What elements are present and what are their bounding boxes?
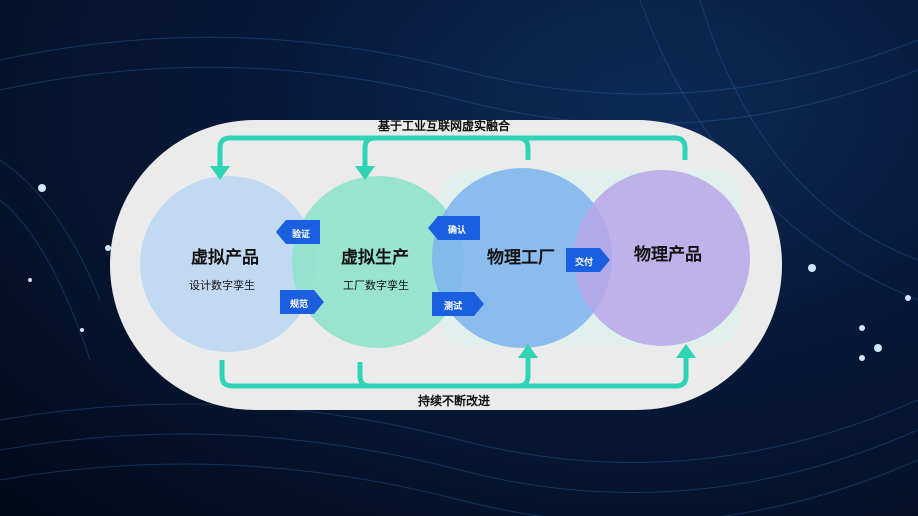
tag-label-deliver: 交付 bbox=[575, 258, 594, 268]
tag-shape-standard bbox=[280, 290, 324, 314]
node-subtitle-virtual-product: 设计数字孪生 bbox=[189, 279, 255, 292]
node-circle-physical-product bbox=[574, 170, 750, 346]
arrow-head-to-physical-product bbox=[676, 344, 696, 358]
node-title-physical-product: 物理产品 bbox=[634, 245, 702, 265]
tag-shape-deliver bbox=[566, 248, 610, 272]
tag-label-verify: 验证 bbox=[292, 230, 311, 240]
arrow-head-to-virtual-product bbox=[210, 166, 230, 180]
bottom-flow-label: 持续不断改进 bbox=[418, 394, 491, 408]
tag-shape-confirm bbox=[428, 216, 480, 240]
node-subtitle-virtual-production: 工厂数字孪生 bbox=[343, 279, 409, 292]
tag-label-standard: 规范 bbox=[290, 300, 309, 310]
bottom-improvement-arrows bbox=[219, 356, 689, 389]
arrow-head-to-virtual-production bbox=[355, 166, 375, 180]
tag-label-test: 测试 bbox=[444, 302, 463, 312]
top-feedback-arrows bbox=[217, 135, 688, 168]
node-circle-virtual-product bbox=[140, 176, 316, 352]
arrow-head-to-physical-factory bbox=[518, 344, 538, 358]
node-title-physical-factory: 物理工厂 bbox=[487, 248, 555, 268]
node-title-virtual-production: 虚拟生产 bbox=[341, 248, 409, 268]
tag-shape-verify bbox=[276, 220, 320, 244]
node-circle-virtual-production bbox=[292, 176, 464, 348]
node-title-virtual-product: 虚拟产品 bbox=[191, 248, 259, 268]
tag-shape-test bbox=[432, 292, 484, 316]
top-flow-label: 基于工业互联网虚实融合 bbox=[378, 119, 511, 133]
tag-label-confirm: 确认 bbox=[448, 226, 467, 236]
